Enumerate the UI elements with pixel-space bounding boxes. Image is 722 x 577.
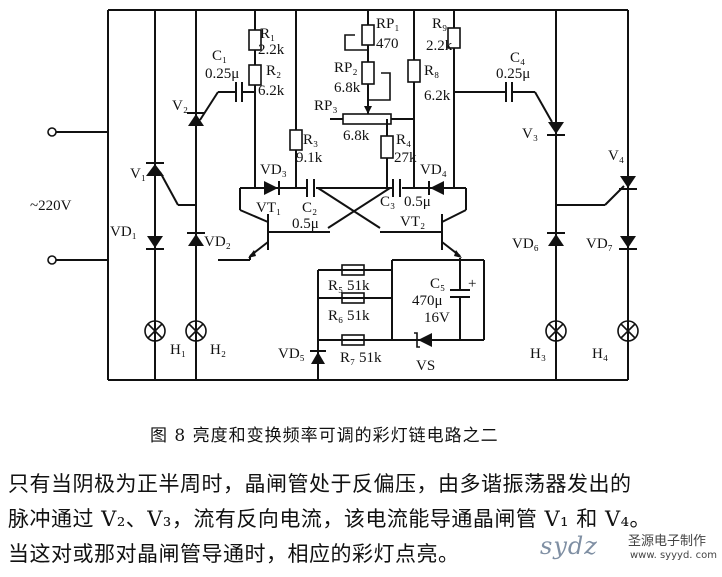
rp3-label: RP₃ (314, 98, 338, 114)
r2-label: R₂ (266, 63, 281, 79)
c5-value: 470μ (412, 293, 443, 309)
vd6-label: VD₆ (512, 236, 539, 252)
lamp-h4-icon (617, 320, 639, 342)
h2-label: H₂ (210, 342, 226, 358)
vd4-label: VD₄ (420, 162, 447, 178)
r9-label: R₉ (432, 16, 447, 32)
diode-vd4-symbol (430, 181, 444, 195)
v2-label: V₂ (172, 98, 188, 114)
figure-caption: 图 8 亮度和变换频率可调的彩灯链电路之二 (150, 426, 499, 446)
vt2-label: VT₂ (400, 214, 425, 230)
resistor-r2 (248, 64, 262, 86)
thyristor-v4-symbol (620, 176, 636, 188)
lower-network: R₅ 51k R₆ 51k R₇ 51k VD₅ C₅ 470μ 16V + V… (278, 260, 484, 380)
v1-label: V₁ (130, 166, 146, 182)
v3-label: V₃ (522, 126, 538, 142)
watermark-site-name: 圣源电子制作 (628, 534, 707, 549)
r8-value: 6.2k (424, 88, 451, 104)
resistor-r6 (341, 292, 365, 304)
c2-value: 0.5μ (292, 216, 319, 232)
diode-vd3-symbol (264, 181, 278, 195)
c5-plus-label: + (468, 276, 476, 292)
ac-input: ~220V (30, 10, 109, 380)
ac-voltage-label: ~220V (30, 198, 72, 214)
rp1-value: 470 (376, 36, 399, 52)
vs-label: VS (416, 358, 435, 374)
capacitor-c1: C₁ 0.25μ (205, 48, 255, 102)
paragraph-line-2: 脉冲通过 V₂、V₃，流有反向电流，该电流能导通晶闸管 V₁ 和 V₄。 (8, 507, 652, 531)
r6-label: R₆ 51k (328, 308, 370, 324)
v4-label: V₄ (608, 148, 624, 164)
rp2-value: 6.8k (334, 80, 361, 96)
resistor-r3 (289, 129, 303, 151)
r5-label: R₅ 51k (328, 278, 370, 294)
resistor-r8 (407, 59, 421, 83)
vd1-label: VD₁ (110, 224, 137, 240)
watermark-logo: sydz (540, 532, 598, 560)
diode-vd5-symbol (311, 352, 325, 364)
diode-vd6-symbol (548, 234, 564, 246)
h3-label: H₃ (530, 346, 546, 362)
paragraph-line-3: 当这对或那对晶闸管导通时，相应的彩灯点亮。 (8, 542, 460, 566)
r8-label: R₈ (424, 63, 439, 79)
vd2-label: VD₂ (204, 234, 231, 250)
watermark-url: www. syyyd. com (630, 550, 718, 561)
c3-value: 0.5μ (404, 194, 431, 210)
right-branch-4: V₄ VD₇ H₄ (556, 10, 639, 380)
r1-value: 2.2k (258, 42, 285, 58)
vd7-label: VD₇ (586, 236, 613, 252)
thyristor-v3-symbol (548, 122, 564, 134)
vd3-label: VD₃ (260, 162, 287, 178)
zener-vs-symbol (418, 333, 432, 347)
rp2-label: RP₂ (334, 60, 358, 76)
diode-vd2-symbol (188, 234, 204, 246)
r7-label: R₇ 51k (340, 350, 382, 366)
resistor-r5 (341, 264, 365, 276)
h1-label: H₁ (170, 342, 186, 358)
rp3-value: 6.8k (343, 128, 370, 144)
capacitor-c4: C₄ 0.25μ (454, 50, 553, 123)
vd5-label: VD₅ (278, 346, 305, 362)
thyristor-v2-symbol (188, 114, 204, 126)
resistor-r7 (341, 334, 365, 346)
transistors: VT₁ VT₂ VD₂ (204, 188, 485, 340)
r4-value: 27k (394, 150, 417, 166)
vt1-label: VT₁ (256, 200, 281, 216)
diode-vd7-symbol (620, 236, 636, 248)
c1-value: 0.25μ (205, 66, 239, 82)
r2-value: 6.2k (258, 83, 285, 99)
potentiometers: RP₁ 470 RP₂ 6.8k RP₃ 6.8k (314, 10, 414, 144)
diode-vd1-symbol (147, 236, 163, 248)
lamp-h2-icon (185, 320, 207, 342)
c5-voltage: 16V (424, 310, 450, 326)
lamp-h1-icon (144, 320, 166, 342)
right-resistors: R₉ 2.2k R₈ 6.2k R₄ 27k (380, 10, 461, 188)
multivibrator-row: VD₃ VD₄ C₂ 0.5μ C₃ 0.5μ (240, 162, 466, 232)
rp1-label: RP₁ (376, 16, 400, 32)
c5-label: C₅ (430, 276, 445, 292)
lamp-h3-icon (545, 320, 567, 342)
left-branch-1: V₁ VD₁ H₁ (110, 10, 196, 380)
circuit-diagram: ~220V V₁ VD₁ H₁ V₂ H₂ (30, 9, 639, 381)
r3-value: 9.1k (296, 150, 323, 166)
pot-rp3 (342, 113, 392, 125)
r1-label: R₁ (260, 26, 275, 42)
r4-label: R₄ (396, 132, 411, 148)
pot-rp1 (361, 24, 375, 46)
r3-label: R₃ (303, 132, 318, 148)
left-resistors: R₁ 2.2k R₂ 6.2k R₃ 9.1k (248, 10, 323, 188)
paragraph-line-1: 只有当阴极为正半周时，晶闸管处于反偏压，由多谐振荡器发出的 (8, 472, 632, 496)
resistor-r4 (380, 135, 394, 159)
h4-label: H₄ (592, 346, 608, 362)
r9-value: 2.2k (426, 38, 453, 54)
c3-label: C₃ (380, 194, 395, 210)
pot-rp2 (361, 61, 375, 85)
c4-value: 0.25μ (496, 66, 530, 82)
c4-label: C₄ (510, 50, 525, 66)
c1-label: C₁ (212, 48, 227, 64)
c2-label: C₂ (302, 200, 317, 216)
left-branch-2: V₂ H₂ (172, 10, 228, 380)
right-branch-3: V₃ VD₆ H₃ (512, 10, 567, 380)
